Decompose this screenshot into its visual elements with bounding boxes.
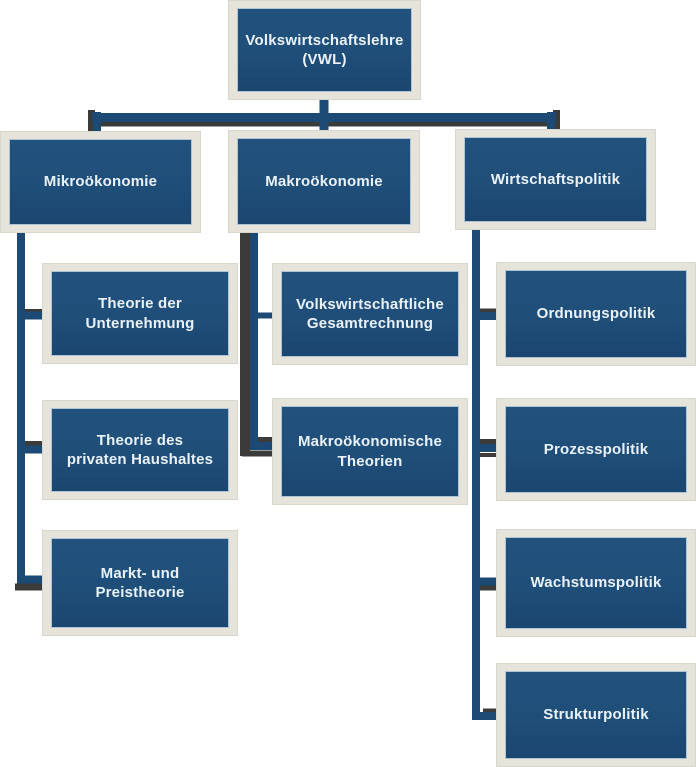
node-wachstumspolitik: Wachstumspolitik: [496, 529, 696, 637]
node-label: Ordnungspolitik: [536, 305, 656, 323]
node-prozesspolitik: Prozesspolitik: [496, 398, 696, 501]
node-theorie-der-unternehmung-box: Theorie der Unternehmung: [51, 271, 229, 356]
node-makrooekonomische-theorien-box: Makroökonomische Theorien: [281, 406, 459, 497]
node-label: Wirtschaftspolitik: [490, 170, 621, 188]
node-makrooekonomie-box: Makroökonomie: [237, 138, 411, 225]
node-theorie-des-privaten-haushaltes-box: Theorie des privaten Haushaltes: [51, 408, 229, 492]
node-theorie-der-unternehmung: Theorie der Unternehmung: [42, 263, 238, 364]
node-strukturpolitik-box: Strukturpolitik: [505, 671, 687, 759]
node-label: Makroökonomie: [265, 172, 383, 190]
node-volkswirtschaftliche-gesamtrechnung: Volkswirtschaftliche Gesamtrechnung: [272, 263, 468, 365]
node-markt-und-preistheorie: Markt- und Preistheorie: [42, 530, 238, 636]
node-mikrooekonomie-box: Mikroökonomie: [9, 139, 192, 225]
node-label: Theorie der Unternehmung: [85, 295, 195, 332]
node-markt-und-preistheorie-box: Markt- und Preistheorie: [51, 538, 229, 628]
node-label: Volkswirtschaftliche Gesamtrechnung: [296, 295, 444, 333]
node-label: Markt- und Preistheorie: [95, 564, 185, 602]
node-label: Strukturpolitik: [543, 706, 649, 724]
node-label: Prozesspolitik: [543, 440, 649, 458]
node-volkswirtschaftliche-gesamtrechnung-box: Volkswirtschaftliche Gesamtrechnung: [281, 271, 459, 357]
node-mikrooekonomie: Mikroökonomie: [0, 131, 201, 233]
node-wirtschaftspolitik-box: Wirtschaftspolitik: [464, 137, 647, 222]
node-label: Theorie des privaten Haushaltes: [66, 431, 214, 469]
node-label: Makroökonomische Theorien: [297, 433, 443, 470]
node-vwl-box: Volkswirtschaftslehre (VWL): [237, 8, 412, 92]
node-theorie-des-privaten-haushaltes: Theorie des privaten Haushaltes: [42, 400, 238, 500]
node-makrooekonomische-theorien: Makroökonomische Theorien: [272, 398, 468, 505]
node-ordnungspolitik: Ordnungspolitik: [496, 262, 696, 366]
node-label: Mikroökonomie: [43, 173, 158, 191]
node-strukturpolitik: Strukturpolitik: [496, 663, 696, 767]
node-label: Volkswirtschaftslehre (VWL): [245, 31, 404, 69]
node-wirtschaftspolitik: Wirtschaftspolitik: [455, 129, 656, 230]
node-wachstumspolitik-box: Wachstumspolitik: [505, 537, 687, 629]
node-makrooekonomie: Makroökonomie: [228, 130, 420, 233]
node-prozesspolitik-box: Prozesspolitik: [505, 406, 687, 493]
node-vwl: Volkswirtschaftslehre (VWL): [228, 0, 421, 100]
node-label: Wachstumspolitik: [530, 574, 662, 592]
node-ordnungspolitik-box: Ordnungspolitik: [505, 270, 687, 358]
